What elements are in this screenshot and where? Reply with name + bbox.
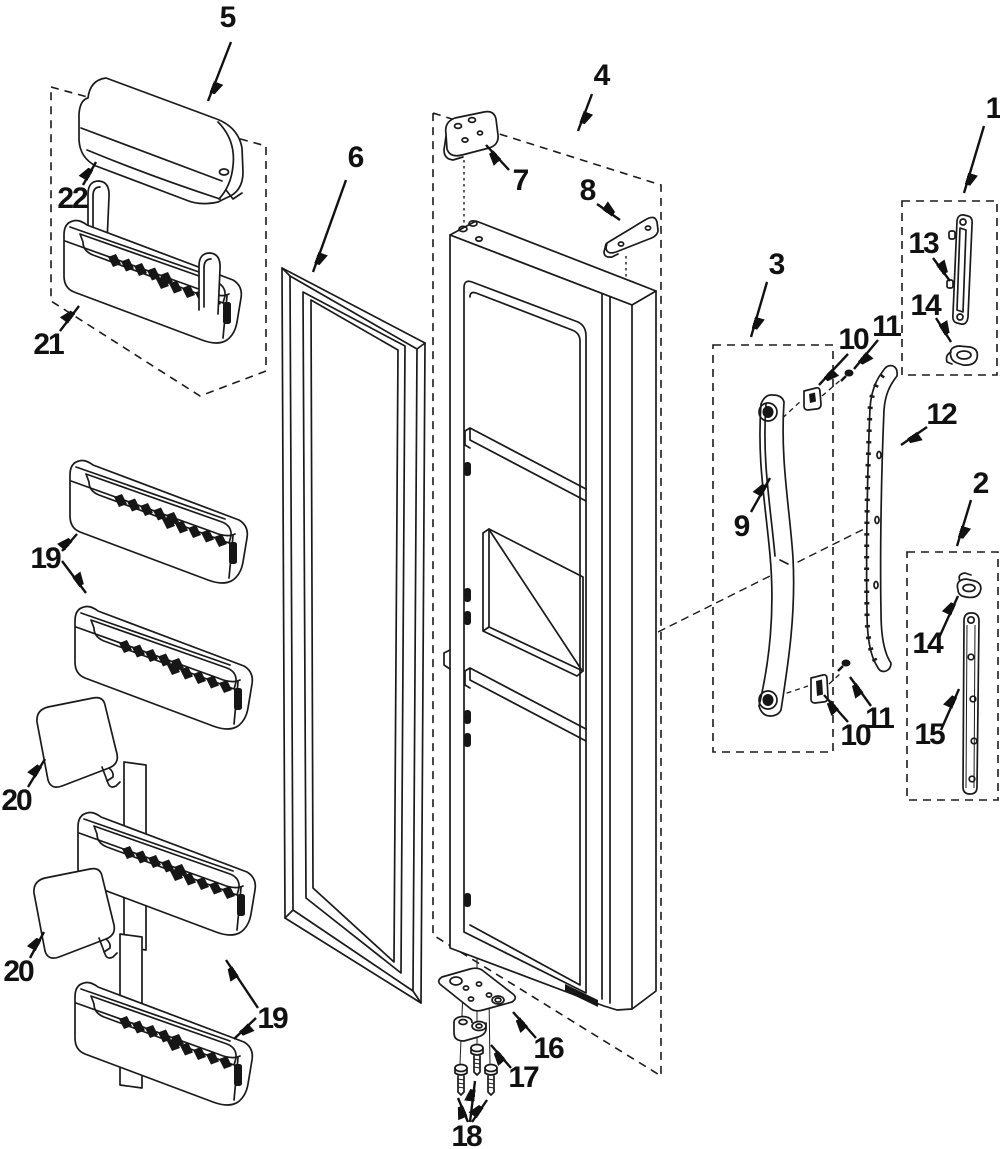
callout-2-label: 2	[973, 467, 989, 500]
callout-22-label: 22	[57, 182, 88, 215]
callout-10-top-label: 10	[838, 323, 869, 356]
callout-19-right: 19	[225, 959, 290, 1040]
cover-20-upper-drawing	[36, 696, 121, 788]
callout-15: 15	[914, 688, 961, 751]
callout-20-upper-label: 20	[1, 784, 32, 817]
rail-15-drawing	[962, 612, 980, 795]
callout-1: 1	[962, 92, 1000, 194]
callout-21-label: 21	[33, 328, 64, 361]
clip-10-top-drawing	[803, 386, 822, 411]
callout-8: 8	[580, 174, 621, 221]
callout-19-left-label: 19	[30, 542, 61, 575]
callout-20-upper: 20	[1, 758, 47, 817]
handle-9-drawing	[758, 394, 795, 717]
callout-20-lower: 20	[3, 931, 46, 988]
callout-20-lower-label: 20	[3, 955, 34, 988]
bracket-7-drawing	[443, 110, 499, 161]
callout-17: 17	[490, 1044, 541, 1094]
box-3-outline	[712, 344, 834, 753]
callout-9-label: 9	[734, 510, 750, 543]
callout-1-label: 1	[986, 92, 1000, 125]
door-4-drawing	[443, 220, 657, 1011]
callout-18: 18	[451, 1080, 488, 1149]
callout-14-top: 14	[910, 289, 953, 343]
clip-10-bottom-drawing	[810, 673, 829, 704]
callout-19-right-label: 19	[257, 1002, 288, 1035]
cap-14-bottom-drawing	[956, 572, 982, 599]
callout-15-label: 15	[914, 718, 945, 751]
callout-13-label: 13	[908, 227, 939, 260]
screw-11-top-drawing	[840, 369, 854, 382]
screws-18-drawing	[454, 1043, 498, 1096]
hinge-plate-16-drawing	[437, 967, 517, 1012]
callout-11-bottom: 11	[849, 676, 896, 735]
gasket-6-drawing	[281, 267, 426, 1004]
callout-16: 16	[512, 1011, 566, 1065]
screw-11-bottom-drawing	[837, 659, 851, 672]
callout-5-label: 5	[220, 1, 236, 34]
cap-14-top-drawing	[945, 345, 979, 366]
cam-17-drawing	[453, 1015, 487, 1042]
callout-3-label: 3	[769, 248, 785, 281]
rail-13-drawing	[946, 214, 974, 325]
callout-6-label: 6	[348, 141, 364, 174]
callout-4-label: 4	[594, 59, 611, 92]
callout-14-bottom: 14	[912, 595, 960, 660]
callout-12: 12	[900, 398, 959, 446]
callout-5: 5	[206, 1, 238, 102]
callout-18-label: 18	[451, 1120, 482, 1149]
callout-12-label: 12	[926, 398, 957, 431]
bin-19-d-drawing	[74, 981, 254, 1106]
callout-10-top: 10	[818, 323, 871, 386]
part-22-drawing	[78, 77, 244, 205]
callout-11-top: 11	[853, 310, 903, 370]
trim-12-drawing	[864, 364, 899, 673]
callout-3: 3	[749, 248, 787, 338]
box-2-outline	[906, 551, 999, 801]
callout-17-label: 17	[508, 1061, 539, 1094]
callout-7-label: 7	[513, 164, 529, 197]
callout-21: 21	[33, 305, 80, 361]
callout-4: 4	[576, 59, 613, 132]
callout-14-bottom-label: 14	[912, 627, 944, 660]
callout-7: 7	[485, 144, 531, 197]
callout-10-bottom: 10	[823, 694, 873, 752]
part-21-drawing	[63, 180, 243, 344]
box-1-outline	[901, 200, 998, 376]
callout-11-top-label: 11	[872, 310, 901, 343]
callout-8-label: 8	[580, 174, 596, 207]
callout-2: 2	[955, 467, 991, 547]
callout-11-bottom-label: 11	[865, 702, 894, 735]
callout-22: 22	[57, 161, 98, 215]
bracket-8-drawing	[603, 216, 659, 258]
box-4-outline	[432, 111, 662, 1078]
callout-10-bottom-label: 10	[840, 719, 871, 752]
callout-14-top-label: 14	[910, 289, 942, 322]
callout-9: 9	[734, 477, 772, 543]
callout-16-label: 16	[533, 1032, 564, 1065]
callout-6: 6	[311, 141, 366, 273]
bin-19-a-drawing	[69, 459, 249, 584]
callout-19-left: 19	[30, 533, 87, 594]
callout-13: 13	[908, 227, 951, 282]
